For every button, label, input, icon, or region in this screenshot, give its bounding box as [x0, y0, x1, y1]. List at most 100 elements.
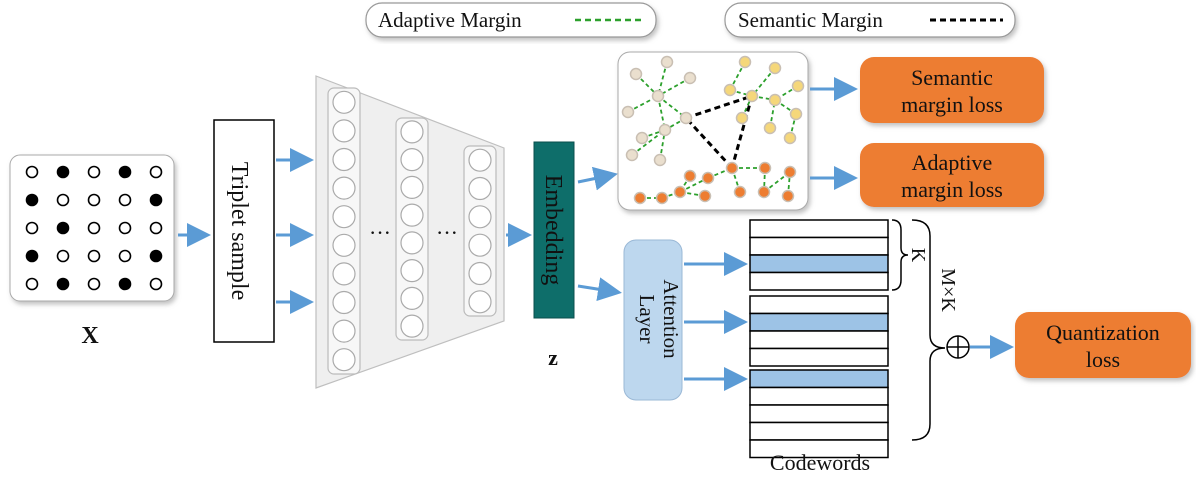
grid-dot-filled — [118, 277, 132, 291]
neuron — [400, 175, 424, 199]
semantic-loss-line2: margin loss — [901, 92, 1003, 117]
embedding-node — [738, 55, 752, 69]
embedding-node — [679, 111, 693, 125]
adaptive-edge — [763, 171, 791, 193]
grid-dot-empty — [118, 221, 132, 235]
grid-dot-filled — [149, 193, 163, 207]
attention-line1: Attention — [659, 279, 683, 359]
embedding-node — [653, 153, 667, 167]
adaptive-edge — [679, 177, 709, 193]
embedding-node — [783, 165, 797, 179]
legend-adaptive: Adaptive Margin — [365, 2, 657, 38]
embedding-node — [789, 107, 803, 121]
legend-adaptive-label: Adaptive Margin — [378, 8, 522, 32]
neuron — [332, 90, 356, 114]
embedding-node — [745, 89, 759, 103]
embedding-node — [660, 55, 674, 69]
grid-dot-empty — [87, 221, 101, 235]
grid-dot-empty — [87, 249, 101, 263]
mk-brace — [911, 219, 946, 441]
neuron — [400, 259, 424, 283]
arrow-embedding-to-space — [577, 166, 618, 191]
grid-dot-empty — [87, 277, 101, 291]
codewords-label: Codewords — [770, 450, 870, 475]
embedding-node — [625, 148, 639, 162]
k-brace — [891, 219, 909, 291]
codeword-selected — [749, 369, 889, 389]
adaptive-edge — [659, 129, 666, 161]
embedding-node — [658, 123, 672, 137]
grid-dot-filled — [56, 221, 70, 235]
codeword-selected — [749, 312, 889, 332]
codeword — [749, 421, 889, 441]
grid-dot-empty — [25, 221, 39, 235]
neuron — [468, 261, 492, 286]
semantic-edge — [685, 94, 753, 120]
layer-ellipsis-1: ··· — [369, 220, 391, 245]
grid-dot-empty — [25, 277, 39, 291]
adaptive-edge — [729, 61, 746, 91]
attention-layer: Attention Layer — [623, 239, 683, 401]
codeword — [749, 219, 889, 239]
neuron — [468, 290, 492, 314]
neuron — [332, 348, 356, 372]
grid-dot-filled — [149, 249, 163, 263]
grid-dot-empty — [56, 249, 70, 263]
sum-operator — [946, 335, 970, 359]
codeword — [749, 236, 889, 256]
codeword-selected — [749, 254, 889, 274]
neuron — [400, 148, 424, 172]
embedding-node — [783, 131, 797, 145]
legend-semantic: Semantic Margin — [724, 2, 1016, 38]
embedding-space-box — [617, 51, 809, 211]
triplet-sample-box — [213, 119, 275, 343]
attention-layer-box — [623, 239, 683, 401]
legend-semantic-label: Semantic Margin — [738, 8, 883, 32]
embedding-node — [781, 189, 795, 203]
embedding-node — [735, 111, 749, 125]
k-label: K — [907, 248, 929, 263]
grid-dot-filled — [25, 249, 39, 263]
neuron — [400, 203, 424, 227]
grid-dot-empty — [149, 165, 163, 179]
neuron — [468, 148, 492, 172]
embedding-node — [635, 131, 649, 145]
embedding-node — [633, 191, 647, 205]
quantization-loss-line1: Quantization — [1046, 320, 1160, 345]
adaptive-loss: Adaptive margin loss — [860, 143, 1044, 207]
codeword — [749, 330, 889, 350]
arrow-embedding-to-attention — [577, 277, 622, 302]
quantization-loss: Quantization loss — [1015, 312, 1191, 378]
embedding-node — [655, 191, 669, 205]
triplet-sample-label: Triplet sample — [226, 162, 252, 300]
grid-dot-filled — [118, 165, 132, 179]
semantic-loss-box — [860, 57, 1044, 123]
grid-dot-empty — [149, 221, 163, 235]
neuron — [332, 205, 356, 229]
semantic-loss: Semantic margin loss — [860, 57, 1044, 123]
codeword — [749, 347, 889, 367]
embedding-node — [723, 83, 737, 97]
semantic-edge — [730, 95, 754, 169]
neuron — [468, 233, 492, 257]
neuron — [332, 290, 356, 315]
embedding-space — [617, 51, 809, 211]
embedding-node — [758, 161, 772, 175]
adaptive-loss-line2: margin loss — [901, 177, 1003, 202]
input-label: X — [81, 323, 99, 349]
grid-dot-empty — [87, 165, 101, 179]
grid-dot-empty — [25, 165, 39, 179]
codeword — [749, 271, 889, 291]
neuron — [468, 176, 492, 201]
semantic-loss-line1: Semantic — [911, 65, 993, 90]
codeword — [749, 295, 889, 315]
embedding-node — [768, 93, 782, 107]
embedding-node — [757, 185, 771, 199]
embedding-node — [725, 161, 739, 175]
grid-dot-empty — [118, 193, 132, 207]
codeword — [749, 404, 889, 424]
grid-dot-filled — [25, 193, 39, 207]
embedding-node — [621, 105, 635, 119]
neuron — [332, 176, 356, 200]
